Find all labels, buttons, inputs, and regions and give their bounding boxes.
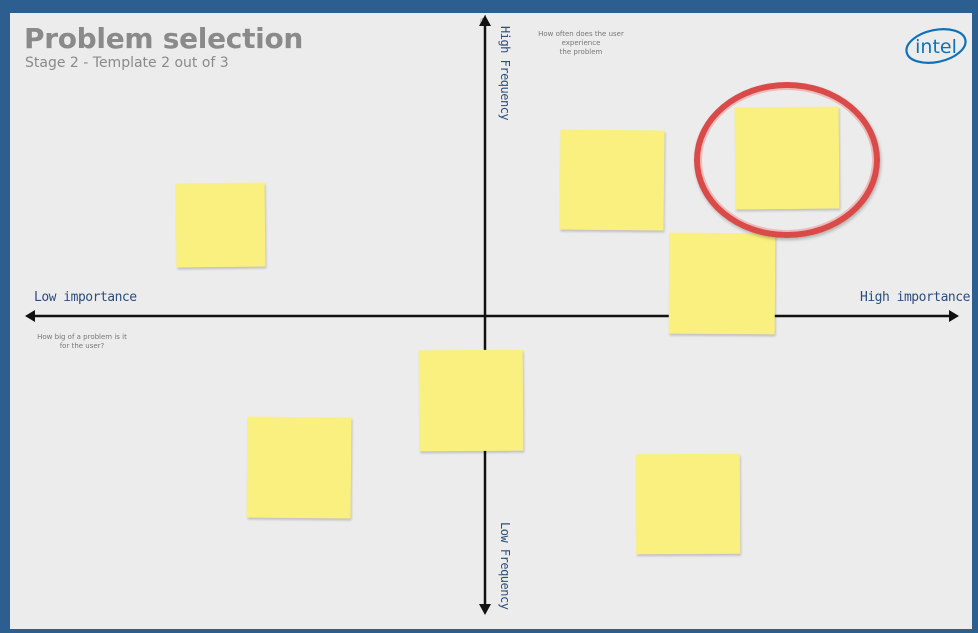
intel-logo: intel bbox=[905, 28, 967, 64]
down-arrow-icon bbox=[479, 604, 491, 615]
left-arrow-icon bbox=[25, 310, 35, 322]
sticky-note[interactable] bbox=[668, 232, 776, 335]
sticky-note[interactable] bbox=[418, 349, 524, 452]
highlight-circle bbox=[694, 82, 880, 238]
sticky-note[interactable] bbox=[246, 416, 352, 519]
y-axis-bottom-label: Low Frequency bbox=[498, 522, 512, 610]
y-axis-top-label: High Frequency bbox=[498, 26, 512, 121]
sticky-note[interactable] bbox=[559, 129, 665, 231]
page-subtitle: Stage 2 - Template 2 out of 3 bbox=[25, 55, 229, 71]
frequency-question: How often does the user experience the p… bbox=[538, 30, 624, 56]
hand-cursor-icon: ☝ bbox=[480, 13, 488, 27]
up-arrow-icon bbox=[479, 15, 491, 26]
logo-text: intel bbox=[915, 36, 957, 58]
x-axis-right-label: High importance bbox=[860, 290, 970, 305]
sticky-note[interactable] bbox=[175, 182, 266, 268]
sticky-note[interactable] bbox=[635, 453, 741, 555]
right-arrow-icon bbox=[949, 310, 959, 322]
x-axis-left-label: Low importance bbox=[34, 290, 137, 305]
importance-question: How big of a problem is it for the user? bbox=[37, 333, 127, 350]
page-title: Problem selection bbox=[24, 22, 304, 55]
